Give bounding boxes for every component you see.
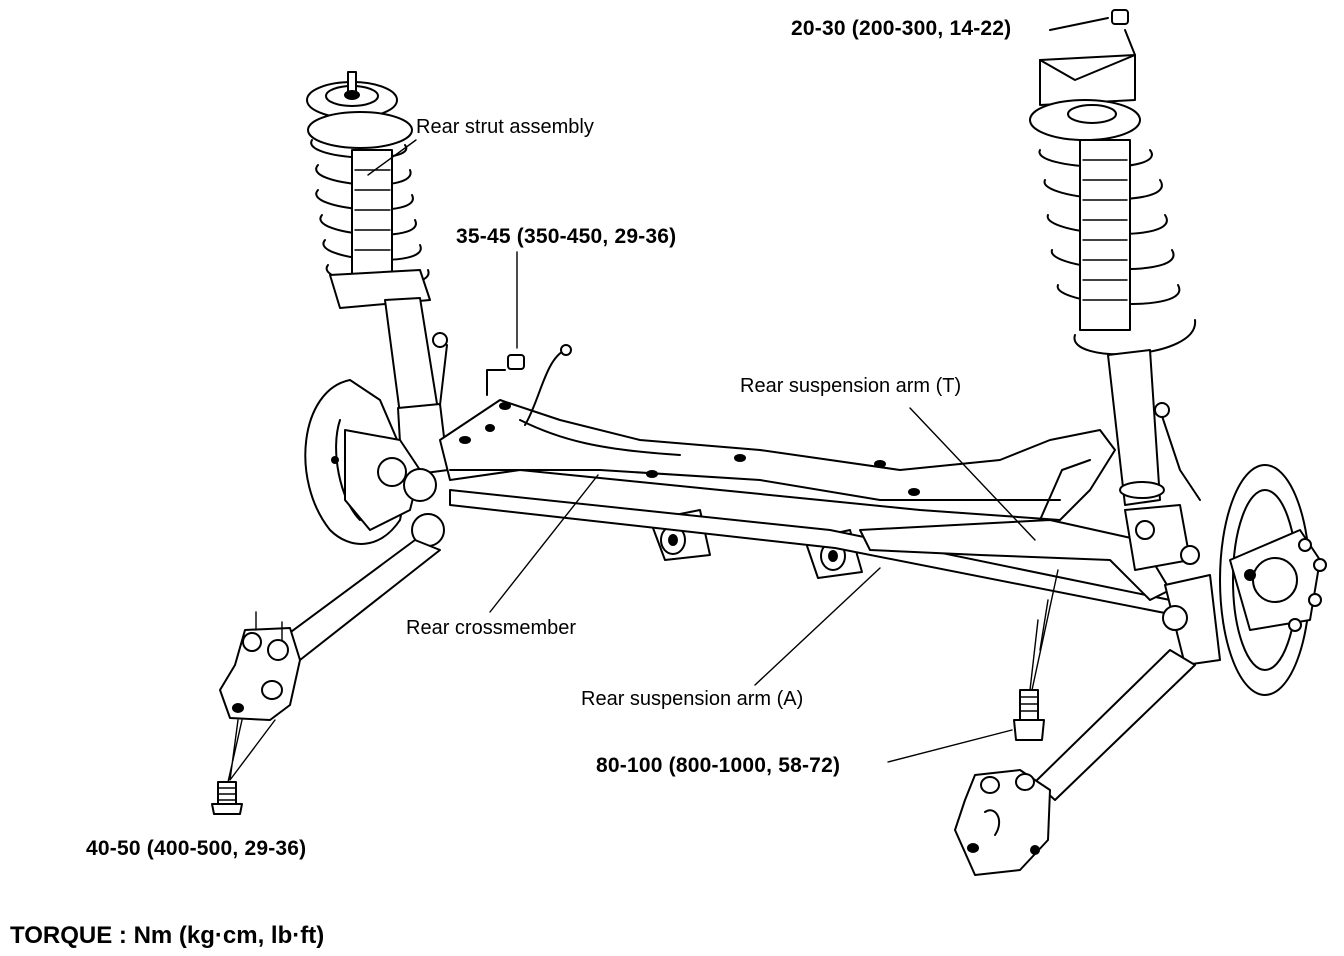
torque-label-strut-mount-nut: 20-30 (200-300, 14-22) [791,17,1012,40]
label-rear-crossmember: Rear crossmember [406,617,577,639]
right-trailing-arm [954,649,1196,876]
label-rear-suspension-arm-t: Rear suspension arm (T) [740,375,962,397]
label-rear-strut-assembly: Rear strut assembly [416,116,594,138]
right-strut-assembly [1029,9,1201,571]
left-knuckle-brake [304,379,445,547]
label-rear-suspension-arm-a: Rear suspension arm (A) [581,688,804,710]
right-hub-disc [1162,464,1327,696]
torque-label-trailing-arm-bolt: 40-50 (400-500, 29-36) [86,837,307,860]
torque-label-center-nut: 35-45 (350-450, 29-36) [456,225,677,248]
left-trailing-arm [211,539,441,815]
leader-lines [367,139,1049,763]
torque-label-arm-bolt: 80-100 (800-1000, 58-72) [596,754,841,777]
torque-units-legend: TORQUE : Nm (kg·cm, lb·ft) [10,922,325,949]
bolt-80-100 [1013,569,1059,741]
